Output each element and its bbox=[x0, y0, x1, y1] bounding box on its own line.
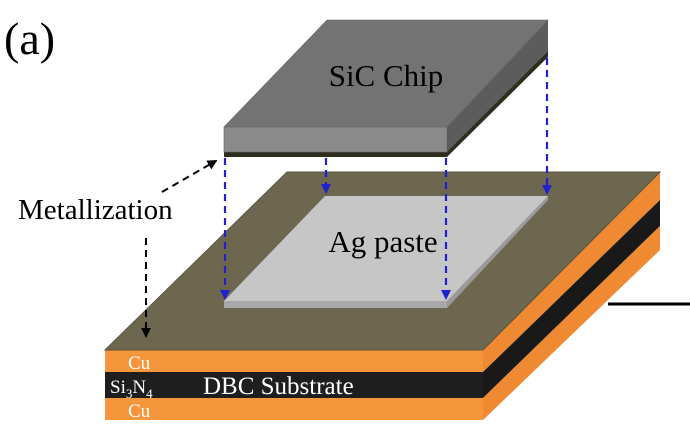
chip-top-face bbox=[223, 19, 549, 128]
ag-paste: Ag paste bbox=[224, 196, 548, 308]
metallization-label: Metallization bbox=[18, 194, 173, 226]
chip-side-face bbox=[447, 20, 548, 152]
n-subscript: 4 bbox=[146, 386, 153, 401]
substrate-front-ceramic bbox=[105, 372, 483, 398]
paste-label: Ag paste bbox=[328, 224, 437, 259]
substrate-side-cu-bottom bbox=[483, 226, 660, 420]
metallization-arrow-to-chip bbox=[161, 160, 218, 193]
placement-arrows bbox=[220, 58, 552, 300]
layer-label-si3n4: Si3N4 bbox=[110, 377, 153, 401]
chip-metallization-front bbox=[224, 151, 447, 157]
chip-label: SiC Chip bbox=[329, 58, 444, 93]
metallization-arrows bbox=[141, 160, 218, 338]
paste-side bbox=[447, 196, 548, 308]
sic-chip: SiC Chip bbox=[223, 19, 549, 157]
chip-metallization-side bbox=[447, 51, 548, 157]
paste-front bbox=[224, 301, 447, 308]
si-subscript: 3 bbox=[126, 386, 133, 401]
substrate-front-cu-top bbox=[105, 350, 483, 372]
substrate-label: DBC Substrate bbox=[203, 373, 354, 400]
panel-label: (a) bbox=[4, 13, 55, 64]
substrate-front-cu-bottom bbox=[105, 398, 483, 420]
substrate-side-ceramic bbox=[483, 200, 660, 398]
paste-top-face bbox=[224, 196, 548, 301]
n-text: N bbox=[132, 377, 146, 398]
substrate-side-cu-top bbox=[483, 172, 660, 372]
chip-front-face bbox=[223, 126, 448, 153]
layer-label-cu-top: Cu bbox=[128, 353, 151, 374]
layer-label-cu-bottom: Cu bbox=[128, 401, 151, 422]
si-text: Si bbox=[110, 377, 126, 398]
